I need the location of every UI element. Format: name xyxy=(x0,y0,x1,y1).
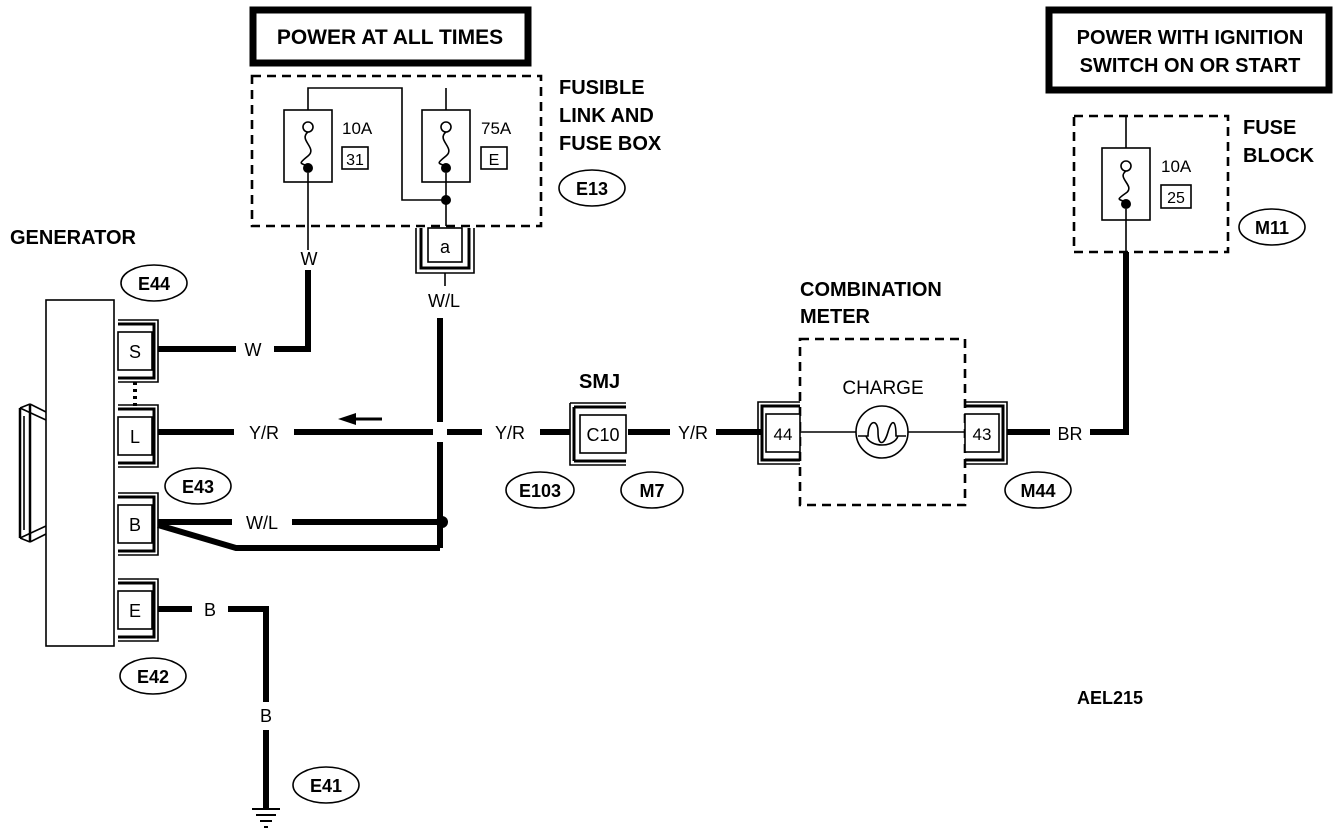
fusible-link-connector-a: a xyxy=(415,227,475,274)
generator-body xyxy=(45,299,115,647)
combination-meter-label-line1: COMBINATION xyxy=(800,279,942,301)
wire-yr-mid-label: Y/R xyxy=(495,423,525,443)
connector-e103-badge xyxy=(505,471,575,509)
terminal-l-label: L xyxy=(130,427,140,447)
fusible-link-label-line1: FUSIBLE xyxy=(559,77,645,99)
connector-m44: M44 xyxy=(1020,481,1055,501)
fuse-block-label-line2: BLOCK xyxy=(1243,145,1315,167)
fuse-e-terminal-icon xyxy=(441,163,451,173)
splice-dot-icon xyxy=(436,516,448,528)
power-with-ignition-label-line1: POWER WITH IGNITION xyxy=(1077,27,1304,49)
wire-b-ground: B B E41 xyxy=(158,600,360,828)
connector-m7: M7 xyxy=(639,481,664,501)
fuse-25-number: 25 xyxy=(1167,190,1185,207)
connector-e41: E41 xyxy=(310,776,342,796)
fuse-block: 10A 25 FUSE BLOCK M11 xyxy=(1072,114,1315,254)
fuse-25-terminal-icon xyxy=(1121,199,1131,209)
connector-e13: E13 xyxy=(576,179,608,199)
connector-e103: E103 xyxy=(519,481,561,501)
fusible-link-fuse-box: 10A 31 75A E FUSIBLE LINK AND FUSE BOX E… xyxy=(250,74,662,228)
wire-w-side-label: W xyxy=(245,340,262,360)
meter-pin-44: 44 xyxy=(774,425,793,444)
connector-e13-badge xyxy=(558,169,626,207)
connector-m11-badge xyxy=(1238,208,1306,246)
wire-b-down-label: B xyxy=(260,706,272,726)
pulley-icon xyxy=(18,403,47,543)
power-at-all-times-box: POWER AT ALL TIMES xyxy=(249,6,532,67)
fuse-31-rating: 10A xyxy=(342,119,373,138)
terminal-e: E xyxy=(117,578,159,642)
connector-e44-badge xyxy=(120,264,188,302)
fusible-link-label-line2: LINK AND xyxy=(559,105,654,127)
wire-y-r: Y/R Y/R Y/R xyxy=(158,413,762,443)
fusible-link-label-line3: FUSE BOX xyxy=(559,133,662,155)
power-at-all-times-label: POWER AT ALL TIMES xyxy=(277,26,503,49)
diagram-code: AEL215 xyxy=(1077,688,1143,708)
smj-terminal: C10 xyxy=(586,425,619,445)
fuse-31-number: 31 xyxy=(346,152,364,169)
connector-m7-badge xyxy=(620,471,684,509)
charge-lamp-label: CHARGE xyxy=(842,378,923,399)
link-connector-a-label: a xyxy=(440,237,451,257)
fuse-31-terminal-icon xyxy=(303,163,313,173)
terminal-s-label: S xyxy=(129,342,141,362)
wire-yr-right-label: Y/R xyxy=(678,423,708,443)
generator: GENERATOR S L B xyxy=(10,227,232,695)
fuse-25-rating: 10A xyxy=(1161,157,1192,176)
charge-lamp-icon xyxy=(855,405,909,459)
fuse-block-label-line1: FUSE xyxy=(1243,117,1296,139)
wire-w-top-label: W xyxy=(301,249,318,269)
connector-e44: E44 xyxy=(138,274,170,294)
terminal-l: L xyxy=(117,404,159,468)
connector-e41-badge xyxy=(292,766,360,804)
combination-meter-label-line2: METER xyxy=(800,306,871,328)
connector-m11: M11 xyxy=(1255,218,1289,238)
connector-e42: E42 xyxy=(137,667,169,687)
wire-b-side-label: B xyxy=(204,600,216,620)
fuse-e-number: E xyxy=(489,152,500,169)
wire-br: BR xyxy=(1007,252,1129,444)
current-direction-arrow-icon xyxy=(338,413,382,425)
terminal-e-label: E xyxy=(129,601,141,621)
combination-meter: COMBINATION METER 44 43 CHARGE M44 xyxy=(757,279,1072,509)
wire-w-l: W/L W/L xyxy=(157,273,460,551)
wire-wl-side-label: W/L xyxy=(246,513,278,533)
fuse-e-rating: 75A xyxy=(481,119,512,138)
wire-w: W W xyxy=(158,226,318,360)
connector-e43-badge xyxy=(164,467,232,505)
generator-label: GENERATOR xyxy=(10,227,136,249)
power-with-ignition-label-line2: SWITCH ON OR START xyxy=(1080,55,1301,77)
ground-icon xyxy=(252,808,280,828)
terminal-b-label: B xyxy=(129,515,141,535)
wire-wl-top-label: W/L xyxy=(428,291,460,311)
power-with-ignition-box: POWER WITH IGNITION SWITCH ON OR START xyxy=(1045,6,1333,94)
terminal-s: S xyxy=(117,319,159,383)
connector-e42-badge xyxy=(119,657,187,695)
connector-m44-badge xyxy=(1004,471,1072,509)
meter-pin-43: 43 xyxy=(973,425,992,444)
terminal-b: B xyxy=(117,492,159,556)
wire-br-label: BR xyxy=(1057,424,1082,444)
wire-yr-left-label: Y/R xyxy=(249,423,279,443)
smj-label: SMJ xyxy=(579,371,620,393)
connector-e43: E43 xyxy=(182,477,214,497)
smj-connector: SMJ C10 E103 M7 xyxy=(505,371,684,509)
